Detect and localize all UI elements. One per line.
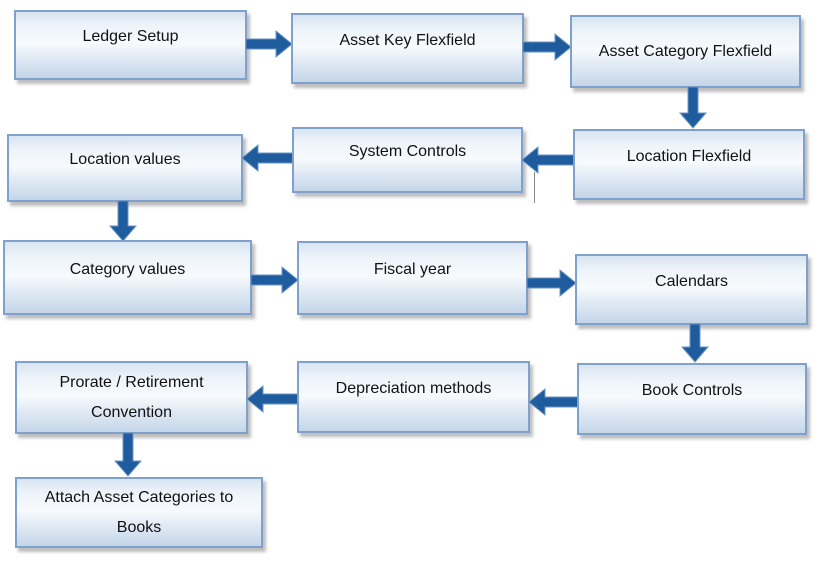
arrow-fiscal-year-to-calendars — [526, 268, 577, 298]
node-attach-asset-categories-to-books: Attach Asset Categories to Books — [15, 477, 263, 548]
node-label: Category values — [69, 260, 186, 278]
node-asset-key-flexfield: Asset Key Flexfield — [291, 13, 524, 84]
node-ledger-setup: Ledger Setup — [14, 10, 247, 80]
arrow-calendars-to-book-controls — [680, 323, 710, 363]
node-label: Depreciation methods — [335, 380, 492, 397]
arrow-category-values-to-fiscal-year — [250, 265, 299, 295]
arrow-location-flexfield-to-system-controls — [521, 145, 575, 175]
node-calendars: Calendars — [575, 254, 808, 325]
node-depreciation-methods: Depreciation methods — [297, 361, 530, 433]
node-label: Location values — [69, 151, 181, 168]
arrow-book-controls-to-depreciation-methods — [528, 387, 579, 417]
arrow-asset-key-flexfield-to-asset-category-flexfield — [522, 32, 572, 62]
arrow-asset-category-flexfield-to-location-flexfield — [678, 86, 708, 129]
node-label: Attach Asset Categories to Books — [44, 488, 234, 536]
node-system-controls: System Controls — [292, 127, 523, 193]
node-location-flexfield: Location Flexfield — [573, 129, 805, 200]
node-label: Calendars — [655, 272, 728, 290]
node-label: Book Controls — [641, 382, 743, 399]
node-label: Asset Key Flexfield — [339, 31, 476, 49]
node-location-values: Location values — [7, 134, 243, 202]
node-label: Asset Category Flexfield — [598, 42, 773, 60]
arrow-system-controls-to-location-values — [241, 143, 294, 173]
node-fiscal-year: Fiscal year — [297, 241, 528, 315]
arrow-location-values-to-category-values — [108, 200, 138, 242]
arrow-prorate-retirement-convention-to-attach-asset-categories — [113, 432, 143, 477]
node-label: Fiscal year — [373, 261, 452, 278]
node-label: Ledger Setup — [82, 28, 179, 45]
node-category-values: Category values — [3, 240, 252, 315]
node-book-controls: Book Controls — [577, 363, 807, 435]
arrow-ledger-setup-to-asset-key-flexfield — [245, 29, 293, 59]
node-label: Location Flexfield — [626, 147, 752, 165]
node-label: Prorate / Retirement Convention — [59, 373, 204, 421]
node-prorate-retirement-convention: Prorate / Retirement Convention — [15, 361, 248, 434]
arrow-depreciation-methods-to-prorate-retirement-convention — [246, 384, 299, 414]
stray-connector-line — [534, 172, 535, 203]
node-asset-category-flexfield: Asset Category Flexfield — [570, 15, 801, 88]
node-label: System Controls — [348, 143, 467, 160]
